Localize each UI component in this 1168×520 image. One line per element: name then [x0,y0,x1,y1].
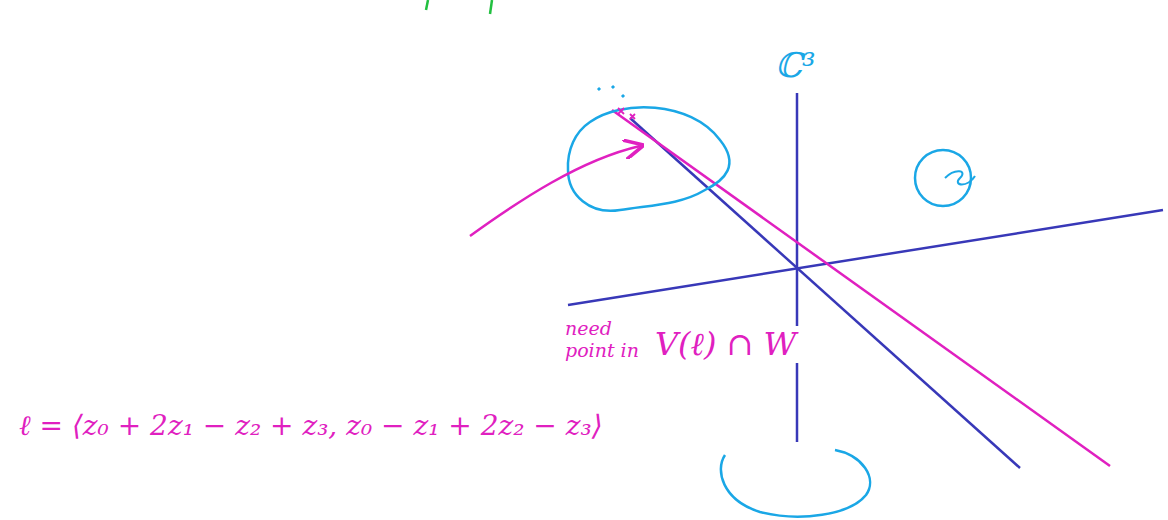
line-l [612,110,1110,466]
diagonal-axis [630,118,1020,468]
green-mark [426,0,428,10]
variety-blob [568,107,730,211]
variety-blob [721,450,870,517]
squiggle [945,171,975,184]
point-mark [618,108,635,119]
note-label: need point in [562,318,644,362]
pointer-arrow [470,146,640,236]
variety-circle [915,150,971,206]
space-label: ℂ³ [772,46,819,85]
set-label: V(ℓ) ∩ W [652,326,799,363]
green-mark [490,0,492,14]
formula-label: ℓ = ⟨z₀ + 2z₁ − z₂ + z₃, z₀ − z₁ + 2z₂ −… [16,410,606,442]
dots [598,86,624,97]
